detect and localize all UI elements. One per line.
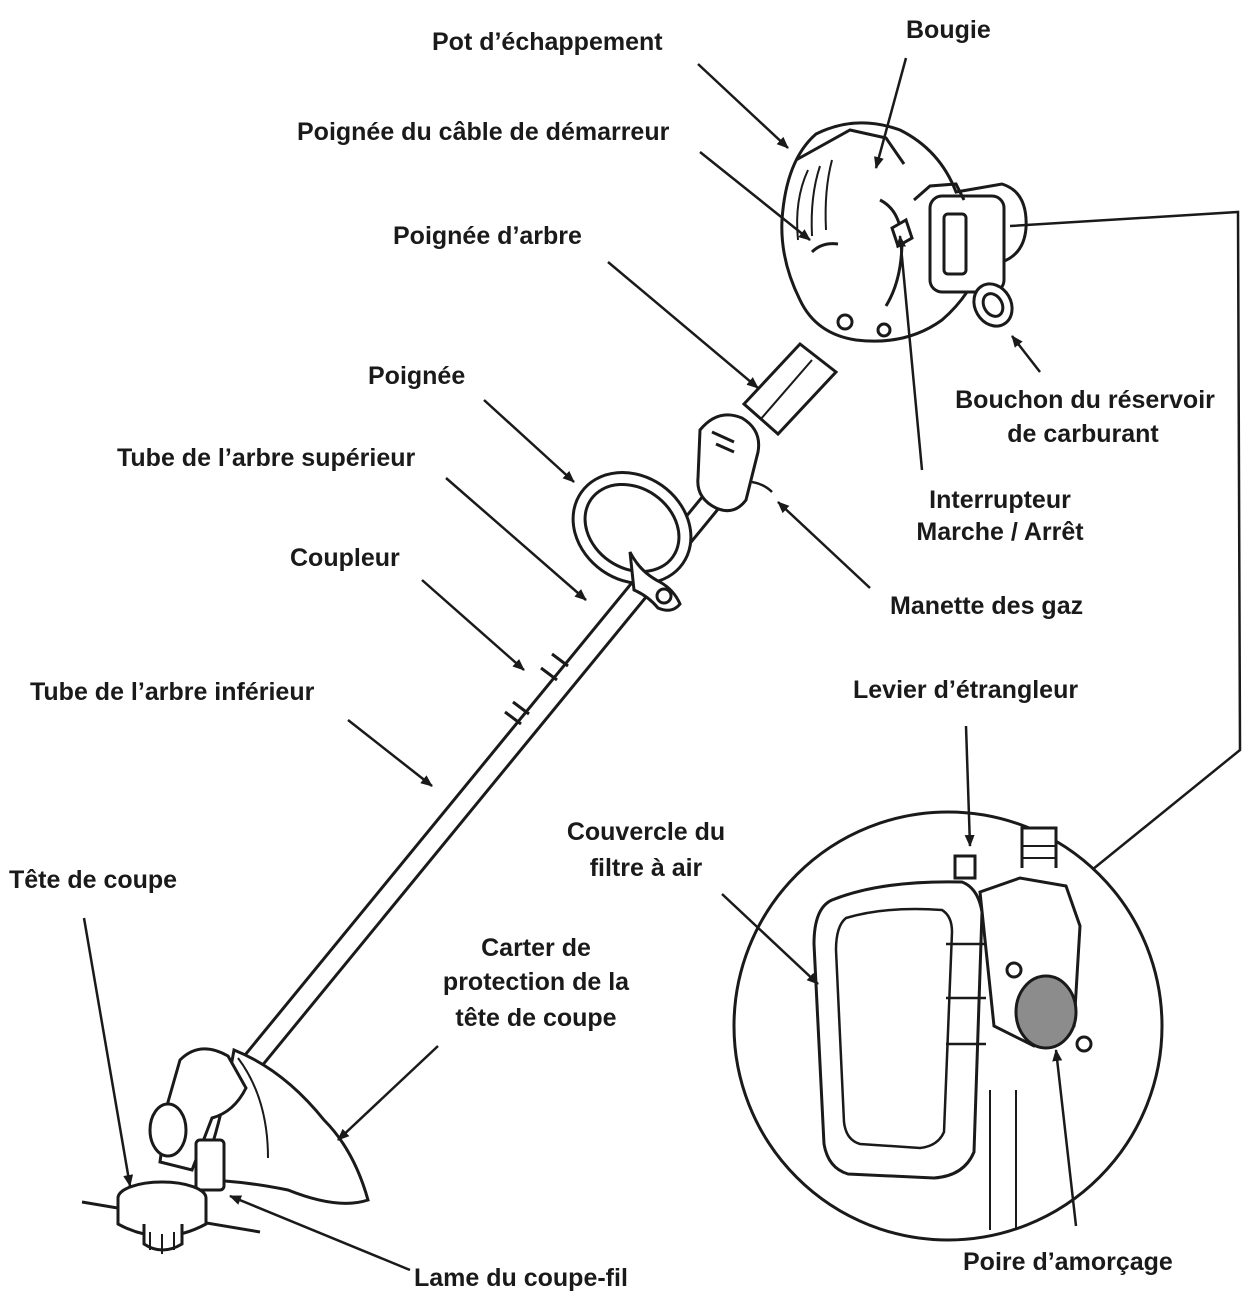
label-upper-tube: Tube de l’arbre supérieur xyxy=(117,444,416,472)
arrow-upper-tube xyxy=(445,477,587,601)
loop-handle xyxy=(571,471,693,612)
arrow-cutting-head xyxy=(82,917,134,1187)
label-spark-plug: Bougie xyxy=(906,16,991,44)
engine-unit xyxy=(780,121,1028,343)
arrow-handle xyxy=(483,399,575,483)
label-starter-handle: Poignée du câble de démarreur xyxy=(297,118,670,146)
label-air-filter-line1: Couvercle du xyxy=(566,818,726,846)
label-handle: Poignée xyxy=(368,362,466,390)
shaft-grip xyxy=(741,341,839,437)
arrow-spark-plug xyxy=(874,57,908,169)
arrow-choke xyxy=(964,725,975,847)
throttle-housing xyxy=(696,413,773,513)
arrow-throttle xyxy=(777,501,871,589)
label-choke: Levier d’étrangleur xyxy=(853,676,1079,704)
label-guard-line3: tête de coupe xyxy=(455,1004,617,1032)
label-guard-line1: Carter de xyxy=(481,934,591,962)
label-line-blade: Lame du coupe-fil xyxy=(414,1264,628,1292)
inset-connector xyxy=(1009,210,1242,879)
label-coupler: Coupleur xyxy=(290,544,400,572)
label-shaft-handle: Poignée d’arbre xyxy=(393,222,582,250)
label-throttle: Manette des gaz xyxy=(890,592,1084,620)
arrow-guard xyxy=(337,1045,439,1141)
label-fuel-cap-line2: de carburant xyxy=(1007,420,1159,448)
callout-arrows xyxy=(82,57,1078,1272)
arrow-fuel-cap xyxy=(1011,335,1041,373)
arrow-line-blade xyxy=(229,1194,411,1272)
arrow-shaft-handle xyxy=(607,261,759,389)
label-switch-line2: Marche / Arrêt xyxy=(916,518,1084,546)
arrow-starter-handle xyxy=(699,151,811,241)
arrow-lower-tube xyxy=(347,719,433,787)
gear-head xyxy=(148,1047,248,1192)
label-lower-tube: Tube de l’arbre inférieur xyxy=(30,678,315,706)
arrow-primer xyxy=(1052,1049,1078,1227)
arrow-coupler xyxy=(421,579,525,671)
label-fuel-cap-line1: Bouchon du réservoir xyxy=(955,386,1215,414)
label-primer: Poire d’amorçage xyxy=(963,1248,1173,1276)
label-guard-line2: protection de la xyxy=(442,968,630,996)
inset-detail xyxy=(732,810,1164,1242)
label-exhaust: Pot d’échappement xyxy=(432,28,663,56)
arrow-air-filter xyxy=(721,893,819,985)
arrow-switch xyxy=(896,235,924,471)
trimmer-head xyxy=(81,1180,261,1254)
label-cutting-head: Tête de coupe xyxy=(9,866,178,894)
label-switch-line1: Interrupteur xyxy=(929,486,1071,514)
arrow-exhaust xyxy=(697,63,789,149)
label-air-filter-line2: filtre à air xyxy=(589,854,703,882)
